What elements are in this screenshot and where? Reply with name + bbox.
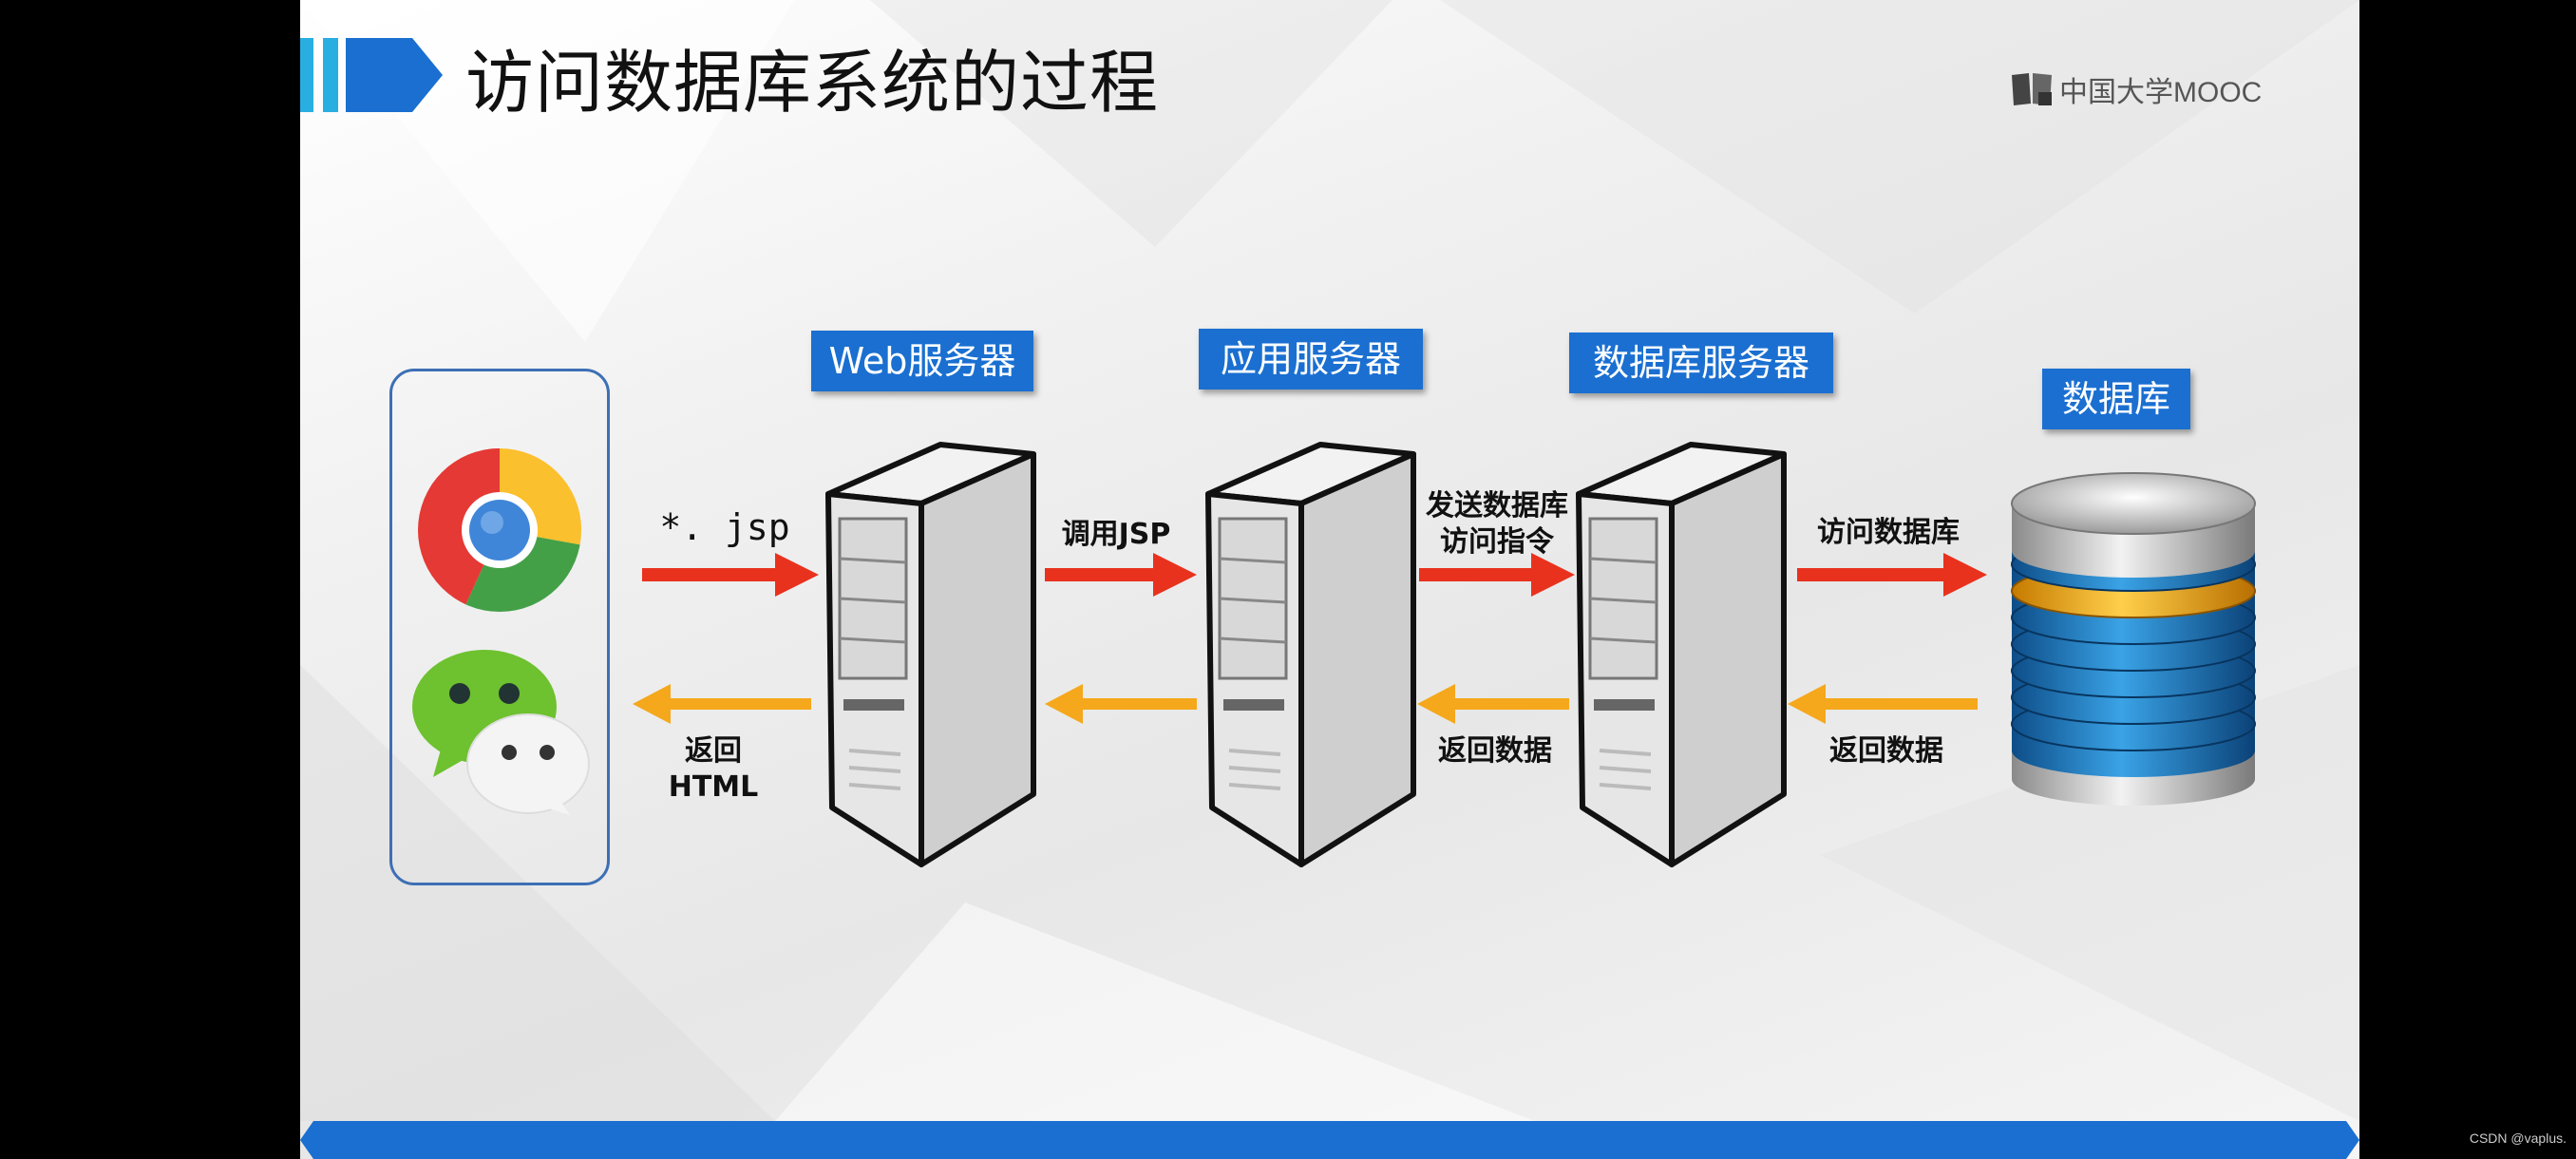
web-server-icon xyxy=(825,442,1036,867)
mooc-book-icon xyxy=(2012,73,2052,105)
background-facets xyxy=(300,0,2359,1121)
request-label-send-db-cmd-line1: 发送数据库 xyxy=(1426,489,1568,522)
request-label-send-db-cmd-line2: 访问指令 xyxy=(1440,525,1554,559)
response-arrow-4 xyxy=(1788,684,1978,724)
client-frame xyxy=(389,369,610,885)
db-server-label: 数据库服务器 xyxy=(1569,332,1833,393)
request-arrow-2 xyxy=(1045,553,1197,597)
response-label-html-line1: 返回 xyxy=(685,734,742,768)
app-server-label: 应用服务器 xyxy=(1199,329,1423,390)
database-cylinder-icon xyxy=(2011,472,2256,806)
request-label-send-db-cmd: 发送数据库 访问指令 xyxy=(1413,488,1581,560)
logo-text: 中国大学MOOC xyxy=(2059,77,2263,108)
request-arrow-4 xyxy=(1797,553,1987,597)
slide: 访问数据库系统的过程 中国大学MOOC xyxy=(300,0,2359,1159)
response-arrow-2 xyxy=(1045,684,1197,724)
mooc-logo: 中国大学MOOC xyxy=(2010,68,2262,110)
wechat-icon xyxy=(412,650,590,815)
request-label-access-db: 访问数据库 xyxy=(1817,516,1960,549)
response-arrow-3 xyxy=(1417,684,1569,724)
database-label: 数据库 xyxy=(2042,369,2190,429)
db-server-icon xyxy=(1576,442,1787,867)
chrome-icon xyxy=(418,448,581,612)
page-title: 访问数据库系统的过程 xyxy=(465,43,1160,123)
response-label-data-2: 返回数据 xyxy=(1829,734,1943,768)
response-label-html: 返回 HTML xyxy=(652,733,775,806)
request-arrow-1 xyxy=(642,553,819,597)
web-server-label: Web服务器 xyxy=(811,331,1033,391)
response-arrow-1 xyxy=(633,684,811,724)
request-label-call-jsp: 调用JSP xyxy=(1061,518,1171,551)
response-label-html-line2: HTML xyxy=(668,770,759,804)
request-arrow-3 xyxy=(1419,553,1575,597)
bottom-bar xyxy=(300,1121,2359,1159)
app-server-icon xyxy=(1205,442,1416,867)
title-accent xyxy=(300,38,443,112)
watermark: CSDN @vaplus. xyxy=(2469,1130,2567,1146)
request-label-jsp: *. jsp xyxy=(659,506,790,548)
response-label-data-1: 返回数据 xyxy=(1438,734,1552,768)
